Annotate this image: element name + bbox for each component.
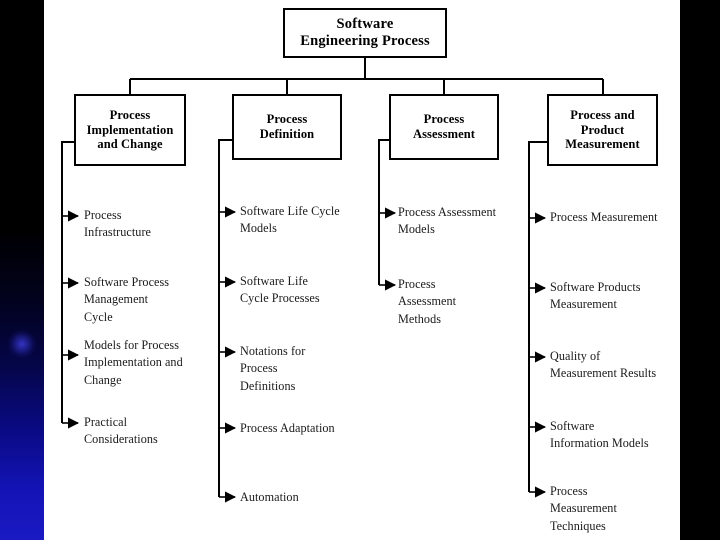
leaf-process-assessment-methods[interactable]: Process Assessment Methods bbox=[398, 277, 457, 326]
diagram-white-canvas bbox=[44, 0, 680, 540]
leaf-software-life-cycle-processes[interactable]: Software Life Cycle Processes bbox=[240, 274, 320, 306]
leaf-process-assessment-models[interactable]: Process Assessment Models bbox=[398, 205, 497, 237]
leaf-quality-of-measurement-results[interactable]: Quality of Measurement Results bbox=[550, 349, 657, 381]
leaf-software-information-models[interactable]: Software Information Models bbox=[550, 419, 649, 451]
leaf-notations-for-process-definitions[interactable]: Notations for Process Definitions bbox=[240, 344, 306, 393]
leaf-practical-considerations[interactable]: Practical Considerations bbox=[84, 415, 158, 447]
node-process-implementation-and-change[interactable]: Process Implementation and Change bbox=[74, 94, 186, 166]
leaf-models-for-process-implementation-and-change[interactable]: Models for Process Implementation and Ch… bbox=[84, 338, 183, 387]
leaf-software-life-cycle-models[interactable]: Software Life Cycle Models bbox=[240, 204, 340, 236]
leaf-software-process-management-cycle[interactable]: Software Process Management Cycle bbox=[84, 275, 170, 324]
leaf-process-adaptation[interactable]: Process Adaptation bbox=[240, 421, 335, 435]
leaf-software-products-measurement[interactable]: Software Products Measurement bbox=[550, 280, 641, 312]
leaf-process-infrastructure[interactable]: Process Infrastructure bbox=[84, 208, 152, 240]
node-process-assessment[interactable]: Process Assessment bbox=[389, 94, 499, 160]
slide-background-right-band bbox=[680, 0, 720, 540]
leaf-automation[interactable]: Automation bbox=[240, 490, 299, 504]
leaf-process-measurement[interactable]: Process Measurement bbox=[550, 210, 658, 224]
node-software-engineering-process[interactable]: Software Engineering Process bbox=[283, 8, 447, 58]
slide-background-left-gradient bbox=[0, 0, 44, 540]
node-process-definition[interactable]: Process Definition bbox=[232, 94, 342, 160]
node-process-and-product-measurement[interactable]: Process and Product Measurement bbox=[547, 94, 658, 166]
leaf-process-measurement-techniques[interactable]: Process Measurement Techniques bbox=[550, 484, 617, 533]
background-glow-decoration bbox=[8, 330, 36, 358]
